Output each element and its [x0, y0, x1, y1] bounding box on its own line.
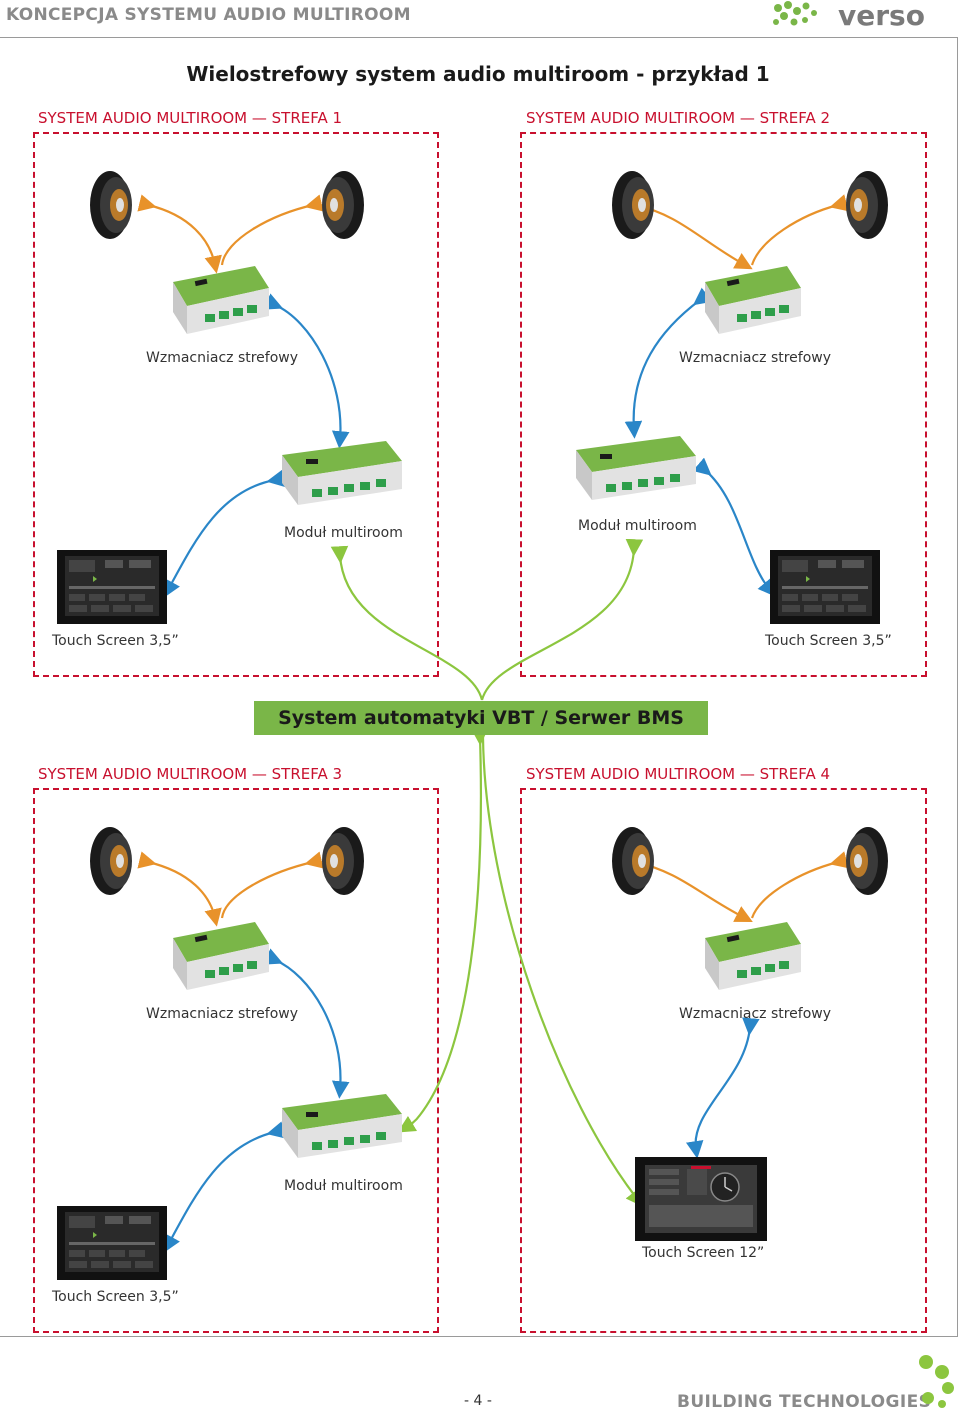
wire-amp-module-3 [263, 948, 350, 1099]
touch-screen-icon [57, 1206, 167, 1280]
touch-screen-icon [770, 550, 880, 624]
caption-module-2: Moduł multiroom [578, 518, 697, 534]
zone-1-box [33, 132, 439, 677]
wire-module-bms-2 [480, 538, 644, 701]
wire-module-touch-1 [163, 469, 286, 598]
wire-speaker-amp-3b [220, 851, 324, 919]
diagram-title: Wielostrefowy system audio multiroom - p… [186, 62, 770, 86]
wire-module-bms-1 [330, 545, 484, 701]
touch-screen-12-icon [635, 1157, 767, 1241]
wire-speaker-amp-4b [750, 851, 849, 919]
amplifier-device-icon [173, 266, 269, 334]
zone-2-label: SYSTEM AUDIO MULTIROOM — STREFA 2 [526, 109, 831, 127]
speaker-icon [846, 171, 888, 239]
wire-speaker-amp-2b [750, 194, 849, 266]
zone-4-box [520, 788, 927, 1333]
amplifier-device-icon [705, 266, 801, 334]
caption-touch-3: Touch Screen 3,5” [52, 1289, 179, 1305]
green-dots-logo [919, 1355, 954, 1408]
page-frame [0, 37, 958, 1337]
wire-module-touch-3 [163, 1121, 286, 1253]
verso-logo: verso [773, 0, 925, 30]
header-title: KONCEPCJA SYSTEMU AUDIO MULTIROOM [6, 5, 411, 25]
speaker-icon [322, 827, 364, 895]
speaker-icon [612, 171, 654, 239]
wire-amp-module-1 [263, 293, 350, 449]
caption-module-3: Moduł multiroom [284, 1178, 403, 1194]
multiroom-module-icon [576, 436, 696, 500]
page-header: KONCEPCJA SYSTEMU AUDIO MULTIROOM verso [0, 0, 960, 30]
zone-4-label: SYSTEM AUDIO MULTIROOM — STREFA 4 [526, 765, 831, 783]
caption-amp-2: Wzmacniacz strefowy [679, 350, 832, 366]
zone-3-label: SYSTEM AUDIO MULTIROOM — STREFA 3 [38, 765, 343, 783]
zone-2-box [520, 132, 927, 677]
speaker-icon [90, 827, 132, 895]
caption-touch-1: Touch Screen 3,5” [52, 633, 179, 649]
multiroom-module-icon [282, 441, 402, 505]
wire-module-touch-2 [692, 457, 776, 597]
wire-amp-touch-4 [686, 1017, 760, 1159]
caption-amp-4: Wzmacniacz strefowy [679, 1006, 832, 1022]
brand-text: verso [838, 0, 925, 30]
wire-amp-module-2 [624, 287, 713, 439]
amplifier-device-icon [705, 922, 801, 990]
wire-speaker-amp-3a [137, 851, 222, 927]
caption-module-1: Moduł multiroom [284, 525, 403, 541]
caption-amp-3: Wzmacniacz strefowy [146, 1006, 299, 1022]
speaker-icon [846, 827, 888, 895]
wire-speaker-amp-1a [137, 194, 222, 274]
amplifier-device-icon [173, 922, 269, 990]
bms-server-label: System automatyki VBT / Serwer BMS [254, 701, 708, 735]
caption-amp-1: Wzmacniacz strefowy [146, 350, 299, 366]
zone-1-label: SYSTEM AUDIO MULTIROOM — STREFA 1 [38, 109, 343, 127]
speaker-icon [612, 827, 654, 895]
speaker-icon [90, 171, 132, 239]
speaker-icon [322, 171, 364, 239]
caption-touch-2: Touch Screen 3,5” [765, 633, 892, 649]
wire-bms-touch-4 [481, 736, 644, 1207]
multiroom-module-icon [282, 1094, 402, 1158]
caption-touch-4: Touch Screen 12” [642, 1245, 765, 1261]
wire-bms-module-3 [397, 727, 489, 1133]
footer-brand: BUILDING TECHNOLOGIES [677, 1392, 932, 1412]
page-number: - 4 - [464, 1393, 492, 1409]
touch-screen-icon [57, 550, 167, 624]
wire-speaker-amp-1b [220, 194, 324, 266]
